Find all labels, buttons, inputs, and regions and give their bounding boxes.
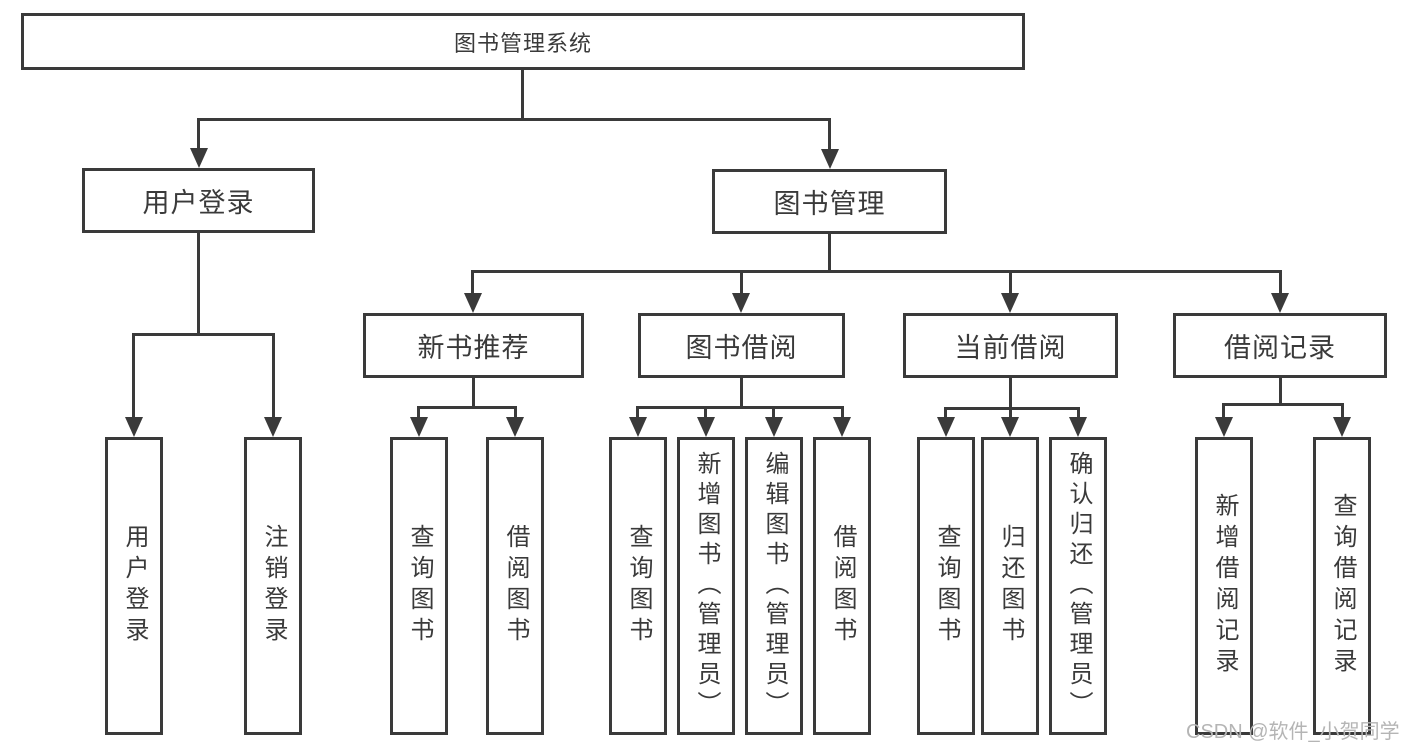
connector-drop-current-borrow [1009, 270, 1012, 296]
connector-root-bar [197, 118, 831, 121]
leaf-add-borrow-record: 新增借阅记录 [1195, 437, 1253, 735]
connector-drop-query-borrow-record [1341, 403, 1344, 420]
connector-root-left-drop [197, 118, 200, 152]
connector-user-login-drop-1 [132, 333, 135, 421]
node-book-management-label: 图书管理 [773, 189, 886, 219]
connector-drop-query-books-2 [636, 406, 639, 420]
connector-drop-borrow-books-2 [841, 406, 844, 420]
leaf-query-books-2: 查询图书 [609, 437, 667, 735]
arrowhead-add-borrow-record [1215, 417, 1233, 437]
connector-book-mgmt-bar [471, 270, 1282, 273]
arrowhead-return-book [1001, 417, 1019, 437]
leaf-query-books-1: 查询图书 [390, 437, 448, 735]
arrowhead-borrow-records [1271, 293, 1289, 313]
leaf-logout-label: 注销登录 [260, 524, 287, 648]
arrowhead-query-books-1 [410, 417, 428, 437]
connector-drop-query-books-1 [417, 406, 420, 420]
connector-root-stub [521, 70, 524, 120]
connector-current-borrow-stub [1009, 378, 1012, 409]
leaf-borrow-books-1: 借阅图书 [486, 437, 544, 735]
leaf-confirm-return: 确认归还（管理员） [1049, 437, 1107, 735]
connector-user-login-drop-2 [272, 333, 275, 421]
connector-drop-add-book [704, 406, 707, 420]
node-borrow-records: 借阅记录 [1173, 313, 1387, 378]
arrowhead-new-book-recommend [464, 293, 482, 313]
node-current-borrow-label: 当前借阅 [954, 333, 1067, 363]
node-user-login-label: 用户登录 [142, 188, 255, 218]
leaf-query-books-3-label: 查询图书 [933, 524, 960, 648]
connector-drop-borrow-books-1 [514, 406, 517, 420]
arrowhead-leaf-user-login [125, 417, 143, 437]
leaf-edit-book: 编辑图书（管理员） [745, 437, 803, 735]
leaf-query-books-2-label: 查询图书 [625, 524, 652, 648]
connector-drop-edit-book [772, 406, 775, 420]
leaf-query-borrow-record-label: 查询借阅记录 [1329, 493, 1356, 679]
arrowhead-user-login [190, 148, 208, 168]
node-borrow-records-label: 借阅记录 [1224, 333, 1336, 363]
node-root: 图书管理系统 [21, 13, 1025, 70]
arrowhead-borrow-books-2 [833, 417, 851, 437]
node-book-management: 图书管理 [712, 169, 947, 234]
arrowhead-current-borrow [1001, 293, 1019, 313]
leaf-return-book: 归还图书 [981, 437, 1039, 735]
connector-book-mgmt-stub [828, 234, 831, 272]
connector-book-borrow-bar [636, 406, 844, 409]
leaf-query-borrow-record: 查询借阅记录 [1313, 437, 1371, 735]
leaf-logout: 注销登录 [244, 437, 302, 735]
leaf-add-book: 新增图书（管理员） [677, 437, 735, 735]
leaf-edit-book-label: 编辑图书（管理员） [761, 451, 788, 721]
arrowhead-edit-book [765, 417, 783, 437]
connector-borrow-records-stub [1279, 378, 1282, 405]
connector-current-borrow-bar [944, 407, 1080, 410]
connector-drop-borrow-records [1279, 270, 1282, 296]
leaf-query-books-3: 查询图书 [917, 437, 975, 735]
connector-new-book-rec-bar [417, 406, 517, 409]
arrowhead-query-borrow-record [1333, 417, 1351, 437]
leaf-borrow-books-2: 借阅图书 [813, 437, 871, 735]
connector-user-login-bar [132, 333, 275, 336]
leaf-query-books-1-label: 查询图书 [406, 524, 433, 648]
node-new-book-recommend-label: 新书推荐 [417, 333, 530, 363]
arrowhead-add-book [697, 417, 715, 437]
leaf-add-borrow-record-label: 新增借阅记录 [1211, 493, 1238, 679]
arrowhead-book-borrow [732, 293, 750, 313]
leaf-return-book-label: 归还图书 [997, 524, 1024, 648]
leaf-user-login: 用户登录 [105, 437, 163, 735]
connector-drop-add-borrow-record [1222, 403, 1225, 420]
arrowhead-borrow-books-1 [506, 417, 524, 437]
leaf-user-login-label: 用户登录 [121, 524, 148, 648]
connector-new-book-rec-stub [472, 378, 475, 408]
connector-drop-return-book [1009, 407, 1012, 420]
node-current-borrow: 当前借阅 [903, 313, 1118, 378]
connector-drop-query-books-3 [944, 407, 947, 420]
node-user-login: 用户登录 [82, 168, 315, 233]
leaf-borrow-books-1-label: 借阅图书 [502, 524, 529, 648]
arrowhead-leaf-logout [264, 417, 282, 437]
connector-book-borrow-stub [740, 378, 743, 408]
leaf-confirm-return-label: 确认归还（管理员） [1065, 451, 1092, 721]
arrowhead-book-management [821, 149, 839, 169]
connector-root-right-drop [828, 118, 831, 152]
arrowhead-confirm-return [1069, 417, 1087, 437]
node-root-label: 图书管理系统 [453, 30, 592, 56]
connector-user-login-stub [197, 233, 200, 335]
arrowhead-query-books-3 [937, 417, 955, 437]
node-new-book-recommend: 新书推荐 [363, 313, 584, 378]
leaf-borrow-books-2-label: 借阅图书 [829, 524, 856, 648]
connector-borrow-records-bar [1222, 403, 1344, 406]
connector-drop-book-borrow [740, 270, 743, 296]
arrowhead-query-books-2 [629, 417, 647, 437]
node-book-borrow-label: 图书借阅 [685, 333, 798, 363]
node-book-borrow: 图书借阅 [638, 313, 845, 378]
connector-drop-confirm-return [1077, 407, 1080, 420]
leaf-add-book-label: 新增图书（管理员） [693, 451, 720, 721]
csdn-watermark: CSDN @软件_小贺同学 [1186, 721, 1400, 743]
connector-drop-new-book-rec [471, 270, 474, 296]
